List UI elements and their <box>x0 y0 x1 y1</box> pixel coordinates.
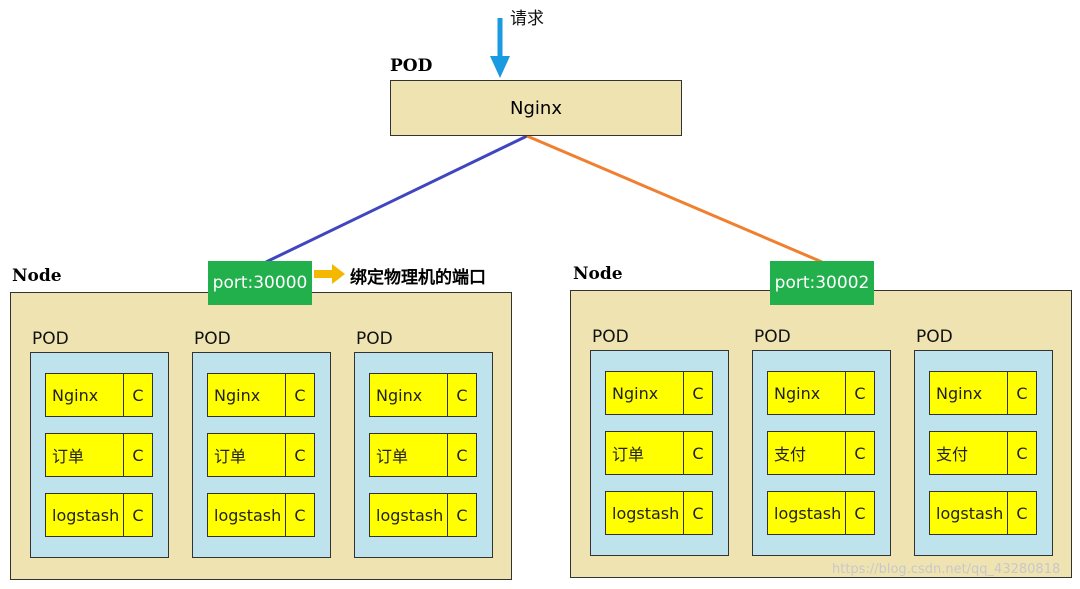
container-tag: C <box>1016 383 1028 403</box>
link-to-node2 <box>526 134 823 264</box>
container-tag: C <box>854 503 866 523</box>
node2-pod2-container2: 支付 C <box>767 431 875 475</box>
request-label: 请求 <box>510 9 544 29</box>
container-name: Nginx <box>370 374 448 416</box>
node1-pod3-container2: 订单 C <box>369 433 477 477</box>
container-name: Nginx <box>46 374 124 416</box>
container-tag: C <box>692 443 704 463</box>
container-tag: C <box>294 385 306 405</box>
node2-port-label: port:30002 <box>774 273 870 293</box>
container-tag: C <box>1016 503 1028 523</box>
container-tag: C <box>456 385 468 405</box>
container-tag: C <box>692 503 704 523</box>
node2-pod1-container1: Nginx C <box>605 371 713 415</box>
node2-pod1-container2: 订单 C <box>605 431 713 475</box>
container-name: logstash <box>606 492 684 534</box>
container-tag: C <box>854 383 866 403</box>
node2-pod2-container3: logstash C <box>767 491 875 535</box>
node1-pod3-label: POD <box>356 329 393 349</box>
container-tag: C <box>132 445 144 465</box>
container-name: logstash <box>208 494 286 536</box>
node1-pod2-label: POD <box>194 329 231 349</box>
container-name: 订单 <box>46 434 124 476</box>
top-pod-service: Nginx <box>510 97 562 119</box>
node1-port: port:30000 <box>208 261 312 305</box>
container-tag: C <box>456 445 468 465</box>
container-tag: C <box>132 505 144 525</box>
container-name: logstash <box>930 492 1008 534</box>
bind-note-arrow <box>314 264 345 284</box>
watermark: https://blog.csdn.net/qq_43280818 <box>832 562 1061 577</box>
container-tag: C <box>1016 443 1028 463</box>
node2-pod2-label: POD <box>754 327 791 347</box>
container-tag: C <box>692 383 704 403</box>
link-to-node1 <box>265 134 528 264</box>
container-tag: C <box>456 505 468 525</box>
container-tag: C <box>294 445 306 465</box>
container-name: Nginx <box>606 372 684 414</box>
bind-note: 绑定物理机的端口 <box>350 268 486 288</box>
node1-pod2-container2: 订单 C <box>207 433 315 477</box>
node2-pod3-container3: logstash C <box>929 491 1037 535</box>
container-tag: C <box>294 505 306 525</box>
node1-pod1-container2: 订单 C <box>45 433 153 477</box>
container-name: Nginx <box>768 372 846 414</box>
container-name: 支付 <box>768 432 846 474</box>
node1-label: Node <box>12 266 62 286</box>
container-name: logstash <box>768 492 846 534</box>
node1-pod2-container3: logstash C <box>207 493 315 537</box>
container-name: 订单 <box>370 434 448 476</box>
node2-pod3-label: POD <box>916 327 953 347</box>
request-arrow-head <box>490 56 510 78</box>
container-name: 订单 <box>606 432 684 474</box>
container-tag: C <box>132 385 144 405</box>
top-pod-nginx-box: Nginx <box>390 80 682 136</box>
node1-pod3-container3: logstash C <box>369 493 477 537</box>
node1-pod3-container1: Nginx C <box>369 373 477 417</box>
node1-pod1-container3: logstash C <box>45 493 153 537</box>
top-pod-label: POD <box>390 56 433 76</box>
node2-pod1-label: POD <box>592 327 629 347</box>
node1-port-label: port:30000 <box>212 273 308 293</box>
container-tag: C <box>854 443 866 463</box>
container-name: Nginx <box>930 372 1008 414</box>
container-name: logstash <box>46 494 124 536</box>
node2-label: Node <box>573 264 623 284</box>
container-name: 支付 <box>930 432 1008 474</box>
node2-pod3-container2: 支付 C <box>929 431 1037 475</box>
node2-pod3-container1: Nginx C <box>929 371 1037 415</box>
node1-pod1-container1: Nginx C <box>45 373 153 417</box>
container-name: logstash <box>370 494 448 536</box>
container-name: Nginx <box>208 374 286 416</box>
node1-pod1-label: POD <box>32 329 69 349</box>
node2-pod1-container3: logstash C <box>605 491 713 535</box>
node2-pod2-container1: Nginx C <box>767 371 875 415</box>
node2-port: port:30002 <box>770 261 874 305</box>
container-name: 订单 <box>208 434 286 476</box>
node1-pod2-container1: Nginx C <box>207 373 315 417</box>
